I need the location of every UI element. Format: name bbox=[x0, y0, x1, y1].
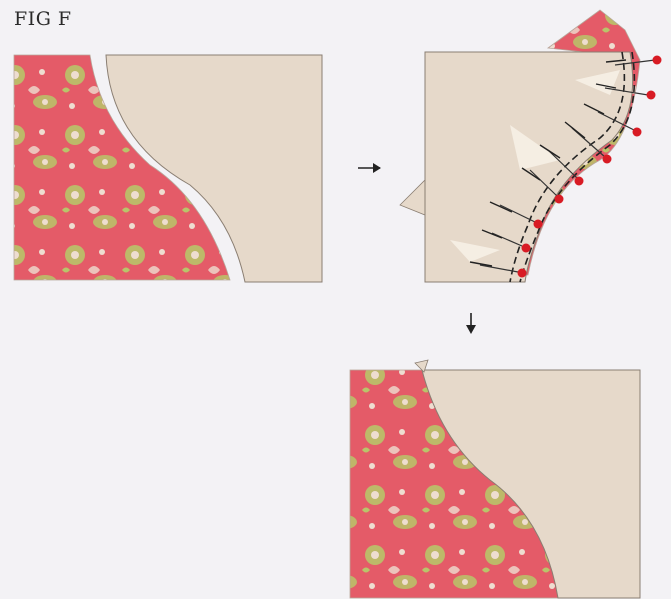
print-corner-flap bbox=[400, 180, 425, 215]
arrow-right-icon bbox=[358, 163, 381, 173]
arrow-down-icon bbox=[466, 313, 476, 334]
step-pin-curved-seam bbox=[400, 10, 662, 282]
step-separate-pieces bbox=[14, 55, 322, 282]
step-finished-curved-seam bbox=[350, 360, 640, 598]
